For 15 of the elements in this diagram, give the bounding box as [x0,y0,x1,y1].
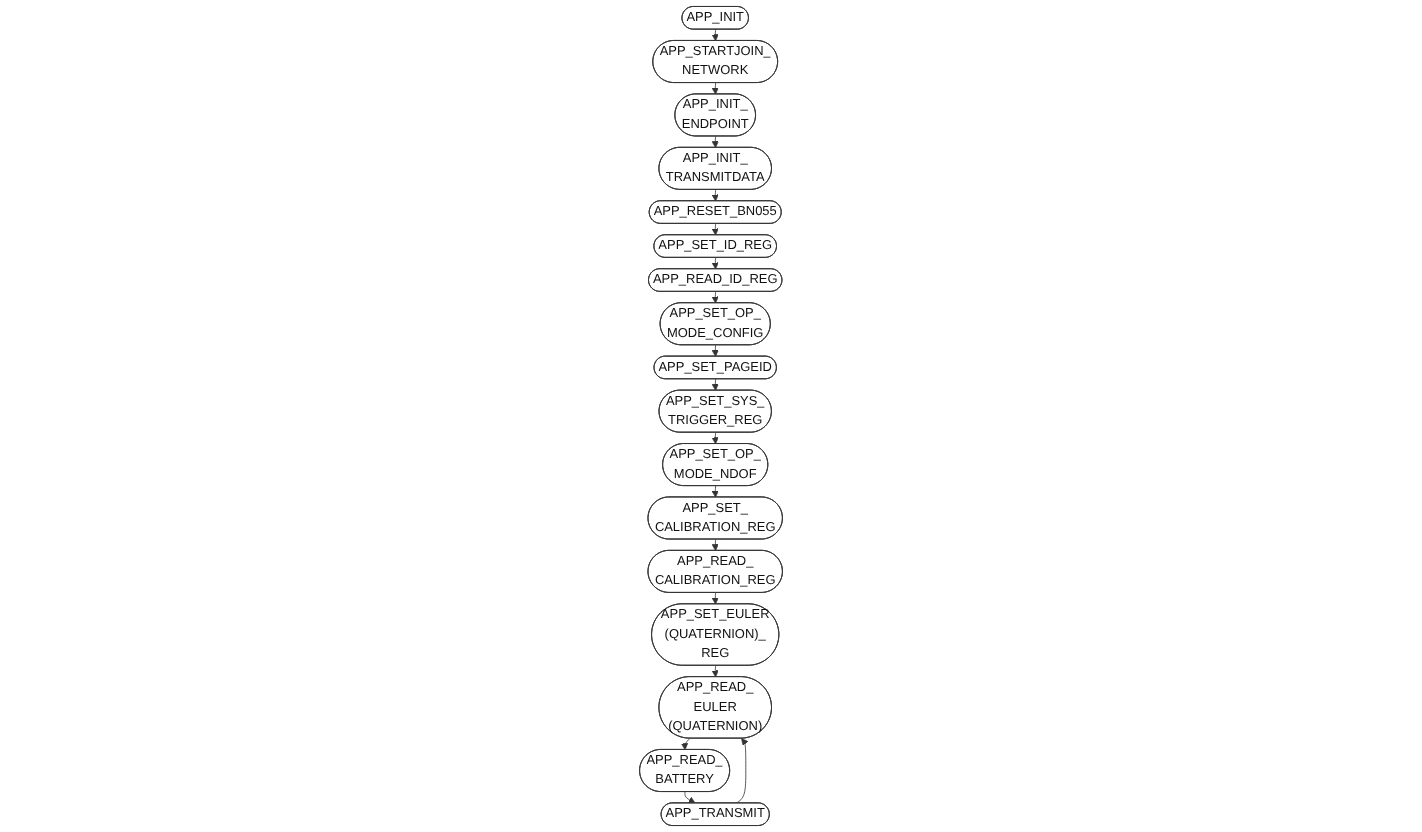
arrow [681,738,691,751]
arrow [711,189,719,202]
arrow [711,29,719,42]
arrow [711,665,719,678]
arrow [711,592,719,605]
arrow [711,82,719,95]
arrow [711,432,719,445]
arrow [711,485,719,498]
arrow [711,539,719,552]
arrow [711,291,719,304]
arrow [711,257,719,270]
arrow [711,135,719,149]
arrow [711,378,719,391]
arrow [711,223,719,236]
arrow [711,344,719,357]
